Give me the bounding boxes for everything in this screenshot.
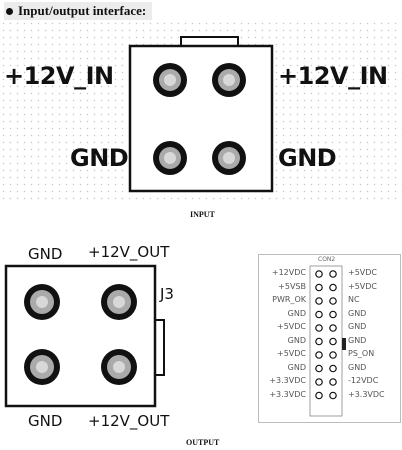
section-header: Input/output interface: (4, 2, 153, 20)
output-label-top-left: GND (28, 245, 63, 263)
con2-right-pin-label: GND (348, 308, 367, 318)
input-label-bottom-left: GND (70, 144, 129, 172)
output-label-bottom-right: +12V_OUT (88, 412, 170, 430)
con2-right-pin-label: GND (348, 362, 367, 372)
con2-left-pin-label: +5VDC (276, 322, 306, 331)
con2-right-pin-label: +3.3VDC (348, 389, 385, 399)
bullet-icon (6, 7, 13, 15)
section-title: Input/output interface: (18, 3, 147, 18)
con2-pin-right-2 (329, 283, 337, 292)
con2-pin-right-8 (329, 364, 337, 373)
con2-pin-left-5 (315, 324, 323, 332)
output-ref-label: J3 (160, 285, 174, 303)
con2-pin-right-5 (329, 324, 337, 332)
input-connector-body (128, 44, 274, 193)
con2-pin-left-6 (315, 337, 323, 346)
output-caption: OUTPUT (186, 438, 220, 447)
output-label-bottom-left: GND (28, 412, 63, 430)
con2-left-pin-label: +3.3VDC (269, 376, 306, 385)
con2-left-pin-label: PWR_OK (272, 295, 306, 304)
input-pin-bottom-left (153, 141, 187, 175)
con2-header-body (309, 265, 343, 417)
con2-pin-left-8 (315, 364, 323, 373)
con2-pin-right-9 (329, 378, 337, 386)
con2-right-pin-label: +5VDC (348, 268, 378, 277)
input-caption: INPUT (190, 210, 215, 219)
con2-left-pin-label: GND (287, 335, 306, 345)
input-label-top-left: +12V_IN (4, 62, 114, 90)
con2-pin-left-1 (315, 270, 323, 278)
input-label-top-right: +12V_IN (278, 62, 388, 90)
con2-right-pin-label: GND (348, 322, 367, 331)
con2-pin-right-4 (329, 310, 337, 319)
output-pin-bottom-left (24, 349, 60, 385)
con2-pin-left-4 (315, 310, 323, 319)
con2-right-pin-label: +5VDC (348, 281, 378, 291)
con2-pin-grid (315, 270, 337, 400)
input-pin-bottom-right (212, 141, 246, 175)
con2-pin-right-7 (329, 351, 337, 359)
con2-pin-right-1 (329, 270, 337, 278)
output-pin-top-right (101, 284, 137, 320)
con2-pin-right-10 (329, 391, 337, 400)
con2-key (342, 338, 346, 350)
con2-right-pin-label: NC (348, 295, 360, 304)
con2-pin-left-3 (315, 297, 323, 305)
con2-left-pin-label: +3.3VDC (269, 389, 306, 399)
input-pin-top-right (212, 63, 246, 97)
input-label-bottom-right: GND (278, 144, 337, 172)
con2-left-pin-label: +12VDC (271, 268, 306, 277)
output-pin-top-left (24, 284, 60, 320)
con2-pin-right-6 (329, 337, 337, 346)
con2-pin-left-7 (315, 351, 323, 359)
output-pin-bottom-right (101, 349, 137, 385)
con2-pin-right-3 (329, 297, 337, 305)
con2-pin-left-2 (315, 283, 323, 292)
con2-left-pin-label: +5VDC (276, 349, 306, 358)
con2-right-pin-label: GND (348, 335, 367, 345)
con2-pin-left-9 (315, 378, 323, 386)
output-label-top-right: +12V_OUT (88, 243, 170, 261)
con2-pin-left-10 (315, 391, 323, 400)
con2-left-pin-label: GND (287, 308, 306, 318)
input-pin-top-left (153, 63, 187, 97)
con2-right-pin-label: PS_ON (348, 349, 375, 358)
con2-left-pin-label: +5VSB (278, 281, 306, 291)
con2-right-pin-label: -12VDC (348, 376, 379, 385)
con2-title: CON2 (318, 256, 336, 263)
con2-left-pin-label: GND (287, 362, 306, 372)
